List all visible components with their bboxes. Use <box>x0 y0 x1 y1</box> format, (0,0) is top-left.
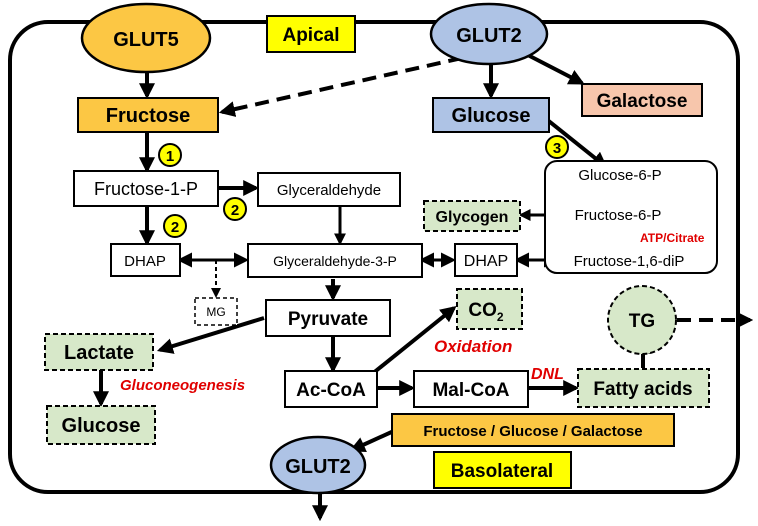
glyceraldehyde-3-p-label: Glyceraldehyde-3-P <box>273 253 397 269</box>
step-2b-marker <box>163 214 187 238</box>
fructose-16-dip-label: Fructose-1,6-diP <box>574 253 685 270</box>
glyceraldehyde-label: Glyceraldehyde <box>277 182 381 199</box>
mg-label: MG <box>206 305 225 319</box>
co2-box <box>456 288 523 330</box>
mal-coa-box <box>413 370 529 408</box>
basolateral-label-box <box>433 451 572 489</box>
arrow-accoa-co2 <box>370 305 457 376</box>
sugars-out-box <box>391 413 675 447</box>
ac-coa-box <box>284 370 378 408</box>
glut5-transporter <box>80 2 212 74</box>
atp-citrate-label: ATP/Citrate <box>640 231 705 245</box>
mal-coa-label: Mal-CoA <box>432 380 509 401</box>
lactate-box <box>44 333 154 371</box>
dhap-left-box <box>110 243 181 277</box>
pyruvate-label: Pyruvate <box>288 309 368 330</box>
glut5-label: GLUT5 <box>113 29 179 51</box>
arrow-sugars-glut2 <box>349 428 397 452</box>
step-1-marker <box>158 143 182 167</box>
metabolism-box <box>544 160 718 274</box>
glut2-bottom-transporter <box>269 435 367 495</box>
step-2a-label: 2 <box>231 202 239 219</box>
tg-label: TG <box>629 311 655 332</box>
fructose-label: Fructose <box>106 105 190 127</box>
dhap-left-label: DHAP <box>124 253 166 270</box>
galactose-box <box>581 83 703 117</box>
pyruvate-box <box>265 299 391 337</box>
step-2a-marker <box>223 197 247 221</box>
co2-text: CO <box>468 300 497 321</box>
glucose-6-p-label: Glucose-6-P <box>578 167 661 184</box>
glut2-top-label: GLUT2 <box>456 25 522 47</box>
step-3-marker <box>545 135 569 159</box>
arrow-glut2-fructose-dashed <box>218 56 463 117</box>
co2-subscript: 2 <box>497 310 504 324</box>
step-2b-label: 2 <box>171 219 179 236</box>
cell-membrane <box>8 20 740 494</box>
glucose-bottom-box <box>46 405 156 445</box>
arrow-pyruvate-lactate <box>156 316 265 354</box>
galactose-label: Galactose <box>597 91 688 112</box>
step-1-label: 1 <box>166 148 174 165</box>
lactate-label: Lactate <box>64 342 134 364</box>
mg-box <box>194 297 238 326</box>
glycogen-box <box>423 200 521 232</box>
co2-label: CO2 <box>468 300 504 324</box>
glucose-top-box <box>432 97 550 133</box>
glyceraldehyde-box <box>257 172 401 207</box>
fructose-6-p-label: Fructose-6-P <box>575 207 662 224</box>
dnl-label: DNL <box>531 366 564 383</box>
apical-label-box <box>266 15 356 53</box>
glycogen-label: Glycogen <box>436 209 509 226</box>
glut2-bottom-label: GLUT2 <box>285 456 351 478</box>
dhap-right-label: DHAP <box>464 253 508 270</box>
gluconeogenesis-label: Gluconeogenesis <box>120 377 245 394</box>
fructose-1-p-box <box>73 170 219 207</box>
fatty-acids-label: Fatty acids <box>593 379 692 400</box>
glucose-top-label: Glucose <box>452 105 531 127</box>
dhap-right-box <box>454 243 518 277</box>
basolateral-label: Basolateral <box>451 461 553 482</box>
fatty-acids-box <box>577 368 710 408</box>
tg-node <box>607 285 677 355</box>
arrow-glucose-g6p <box>543 116 608 168</box>
apical-label: Apical <box>282 25 339 46</box>
glyceraldehyde-3-p-box <box>247 243 423 278</box>
glucose-bottom-label: Glucose <box>62 415 141 437</box>
fructose-box <box>77 97 219 133</box>
ac-coa-label: Ac-CoA <box>296 380 366 401</box>
sugars-out-label: Fructose / Glucose / Galactose <box>423 423 642 440</box>
glut2-top-transporter <box>429 2 549 66</box>
arrow-glut2-galactose <box>521 50 585 85</box>
oxidation-label: Oxidation <box>434 337 512 356</box>
fructose-1-p-label: Fructose-1-P <box>94 179 198 199</box>
step-3-label: 3 <box>553 140 561 157</box>
